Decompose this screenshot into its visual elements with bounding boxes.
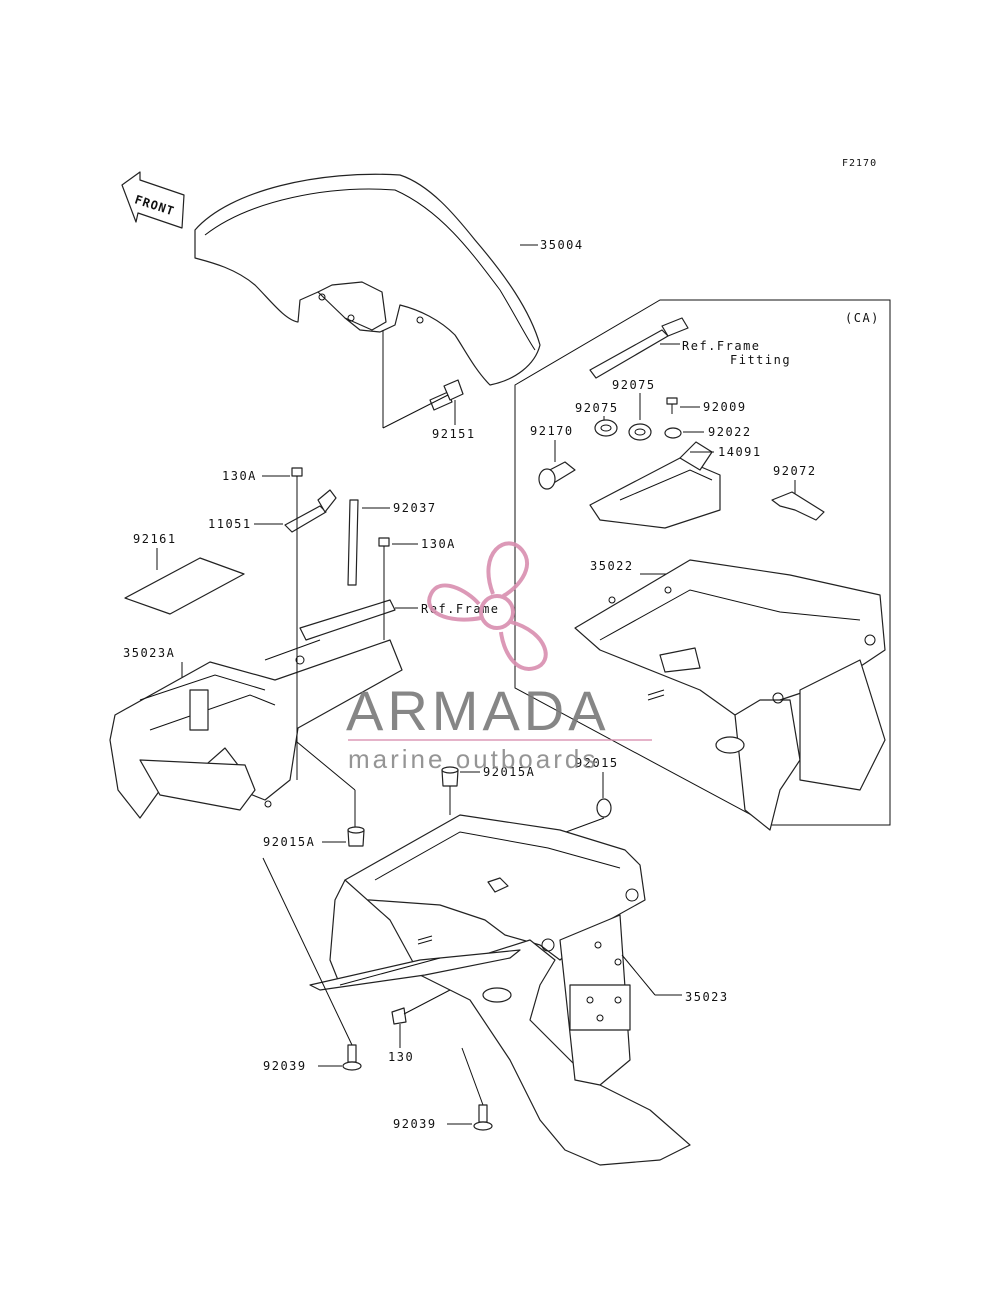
label-130A-b: 130A xyxy=(421,537,456,551)
ref-frame-fitting-strip xyxy=(589,317,689,379)
rivet-92039-a xyxy=(342,1044,362,1071)
label-130A-a: 130A xyxy=(222,469,257,483)
label-ref-frame-fitting-2: Fitting xyxy=(730,353,791,367)
washer-92015 xyxy=(596,798,612,818)
grommet-92075-a xyxy=(628,423,652,441)
label-92015A-a: 92015A xyxy=(483,765,535,779)
label-ref-frame: Ref.Frame xyxy=(421,602,500,616)
washer-92022 xyxy=(664,427,682,439)
label-11051: 11051 xyxy=(208,517,252,531)
bolt-130 xyxy=(391,989,451,1025)
label-35023: 35023 xyxy=(685,990,729,1004)
pad-92161 xyxy=(124,557,245,615)
bolt-92151 xyxy=(429,379,464,411)
leader-92039-b-chain xyxy=(461,1047,484,1106)
watermark-subtitle: marine outboards xyxy=(348,744,598,774)
watermark-title: ARMADA xyxy=(346,679,610,742)
label-35004: 35004 xyxy=(540,238,584,252)
leader-92015-b xyxy=(565,817,605,833)
grommet-92075-b xyxy=(594,419,618,437)
rivet-92039-b xyxy=(473,1104,493,1131)
inner-fender-35022 xyxy=(574,559,886,831)
label-92075-b: 92075 xyxy=(575,401,619,415)
label-92009: 92009 xyxy=(703,400,747,414)
front-arrow: FRONT xyxy=(121,171,185,229)
leader-35023 xyxy=(621,954,656,996)
propeller-logo-icon xyxy=(427,541,548,671)
label-130: 130 xyxy=(388,1050,414,1064)
screw-130A-a xyxy=(291,467,303,492)
leader-92015A-chain xyxy=(296,741,356,791)
watermark: ARMADA marine outboards xyxy=(346,541,652,774)
nut-92015A-a xyxy=(441,766,459,787)
label-92151: 92151 xyxy=(432,427,476,441)
label-14091: 14091 xyxy=(718,445,762,459)
strap-92037 xyxy=(347,499,359,586)
label-92039-b: 92039 xyxy=(393,1117,437,1131)
grommet-92170 xyxy=(538,461,576,490)
leader-92039-a-chain xyxy=(262,857,353,1046)
label-92037: 92037 xyxy=(393,501,437,515)
screw-130A-b xyxy=(378,537,390,575)
label-ref-frame-fitting-1: Ref.Frame xyxy=(682,339,761,353)
bracket-11051 xyxy=(284,489,337,533)
label-92072: 92072 xyxy=(773,464,817,478)
nut-92015A-b xyxy=(347,826,365,847)
ca-variant-frame xyxy=(514,299,891,826)
label-92170: 92170 xyxy=(530,424,574,438)
label-92075-a: 92075 xyxy=(612,378,656,392)
rear-fender-35023 xyxy=(309,814,691,1166)
screw-92009 xyxy=(666,397,678,414)
label-35023A: 35023A xyxy=(123,646,175,660)
ca-variant-label: (CA) xyxy=(845,311,880,325)
label-92039-a: 92039 xyxy=(263,1059,307,1073)
label-92015: 92015 xyxy=(575,756,619,770)
inner-fender-35023A xyxy=(109,639,403,819)
figure-code: F2170 xyxy=(842,158,877,169)
label-35022: 35022 xyxy=(590,559,634,573)
label-92161: 92161 xyxy=(133,532,177,546)
label-92015A-b: 92015A xyxy=(263,835,315,849)
leader-92151-a xyxy=(382,394,449,429)
front-fender xyxy=(194,173,541,386)
ref-frame-bar xyxy=(299,599,396,641)
clip-92072 xyxy=(771,491,825,521)
label-92022: 92022 xyxy=(708,425,752,439)
bracket-14091 xyxy=(589,441,721,529)
